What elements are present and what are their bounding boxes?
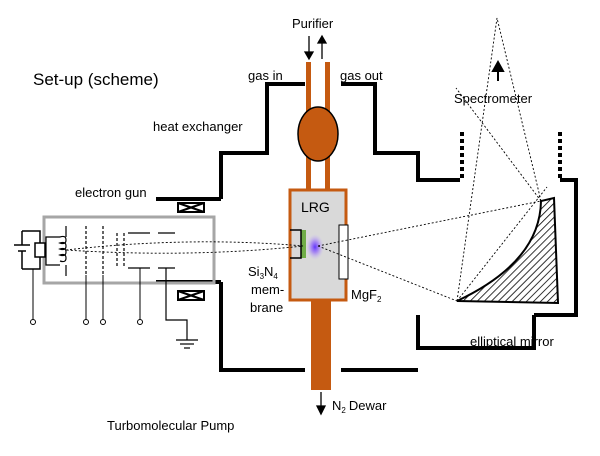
gun-housing — [42, 215, 216, 285]
filament-coil — [45, 226, 67, 276]
elliptical-mirror-label: elliptical mirror — [470, 334, 554, 349]
membrane-label-2: brane — [250, 300, 283, 315]
ground-icon — [165, 268, 198, 349]
electron-gun-label: electron gun — [75, 185, 147, 200]
mgf2-window — [338, 224, 349, 280]
si3n4-label: Si3N4 — [248, 264, 278, 281]
battery-icon — [14, 230, 46, 270]
purifier-label: Purifier — [292, 16, 334, 31]
spectrometer-label: Spectrometer — [454, 91, 533, 106]
electron-beam — [65, 241, 304, 254]
membrane-holder — [290, 229, 302, 259]
gun-flange-bottom — [177, 290, 205, 301]
diagram-title: Set-up (scheme) — [33, 70, 159, 89]
dewar-arrow — [315, 392, 327, 416]
lrg-label: LRG — [301, 199, 330, 215]
heat-exchanger — [297, 106, 339, 162]
spectrometer-arrow — [491, 59, 505, 81]
si3n4-membrane — [301, 230, 306, 258]
electrode-plates — [128, 232, 175, 269]
gas-out-label: gas out — [340, 68, 383, 83]
gun-flange-top — [177, 202, 205, 213]
electrodes — [85, 226, 125, 275]
mgf2-label: MgF2 — [351, 287, 382, 304]
vacuum-chamber — [156, 82, 578, 372]
turbomolecular-pump-label: Turbomolecular Pump — [107, 418, 234, 433]
electron-gun — [14, 215, 304, 349]
purifier-arrows — [303, 34, 328, 61]
gas-in-label: gas in — [248, 68, 283, 83]
luminescence-glow — [306, 234, 324, 260]
elliptical-mirror — [456, 196, 560, 305]
heat-exchanger-label: heat exchanger — [153, 119, 243, 134]
light-path — [317, 17, 548, 302]
membrane-label-1: mem- — [251, 282, 284, 297]
gun-leads — [30, 268, 143, 325]
